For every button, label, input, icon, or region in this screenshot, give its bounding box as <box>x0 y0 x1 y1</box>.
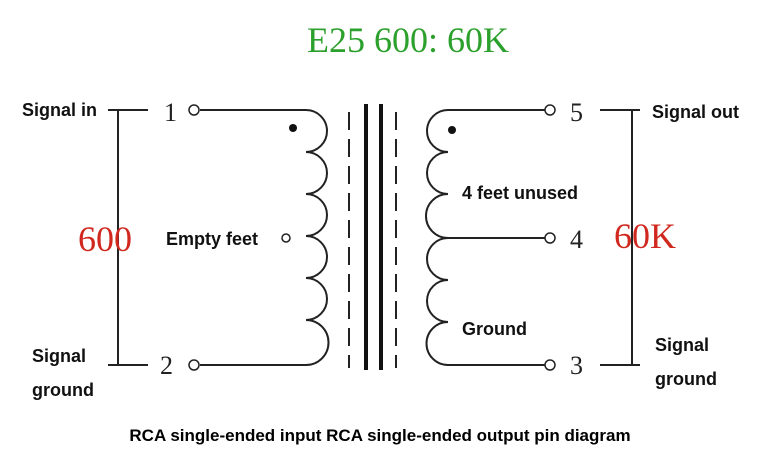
pin-3-terminal <box>544 359 556 371</box>
pin-number-3: 3 <box>570 351 583 380</box>
pin-4-terminal <box>544 232 556 244</box>
primary-winding-group <box>108 104 330 371</box>
pin-number-2: 2 <box>160 351 173 380</box>
empty-feet-label: Empty feet <box>166 229 258 249</box>
pin-5-terminal <box>544 104 556 116</box>
primary-signal-ground-line1: Signal <box>32 346 86 366</box>
primary-bracket <box>108 109 148 366</box>
pin-1-terminal <box>188 104 200 116</box>
primary-signal-ground-line2: ground <box>32 380 94 400</box>
pin-2-terminal <box>188 359 200 371</box>
secondary-winding-group <box>425 104 640 371</box>
pin-number-5: 5 <box>570 98 583 127</box>
secondary-bracket <box>600 109 640 366</box>
primary-coil <box>305 109 330 366</box>
secondary-coil <box>425 109 449 366</box>
primary-impedance: 600 <box>78 219 132 259</box>
empty-feet-terminal <box>281 233 291 243</box>
secondary-signal-ground-line1: Signal <box>655 335 709 355</box>
primary-polarity-dot <box>289 124 297 132</box>
signal-in-label: Signal in <box>22 100 97 120</box>
diagram-caption: RCA single-ended input RCA single-ended … <box>129 426 630 445</box>
secondary-polarity-dot <box>448 126 456 134</box>
unused-pin-label: 4 feet unused <box>462 183 578 203</box>
signal-out-label: Signal out <box>652 102 739 122</box>
pin-number-1: 1 <box>164 98 177 127</box>
diagram-title: E25 600: 60K <box>307 20 509 60</box>
pin-number-4: 4 <box>570 225 583 254</box>
ground-label: Ground <box>462 319 527 339</box>
secondary-impedance: 60K <box>614 216 676 256</box>
transformer-core <box>348 104 397 370</box>
secondary-signal-ground-line2: ground <box>655 369 717 389</box>
